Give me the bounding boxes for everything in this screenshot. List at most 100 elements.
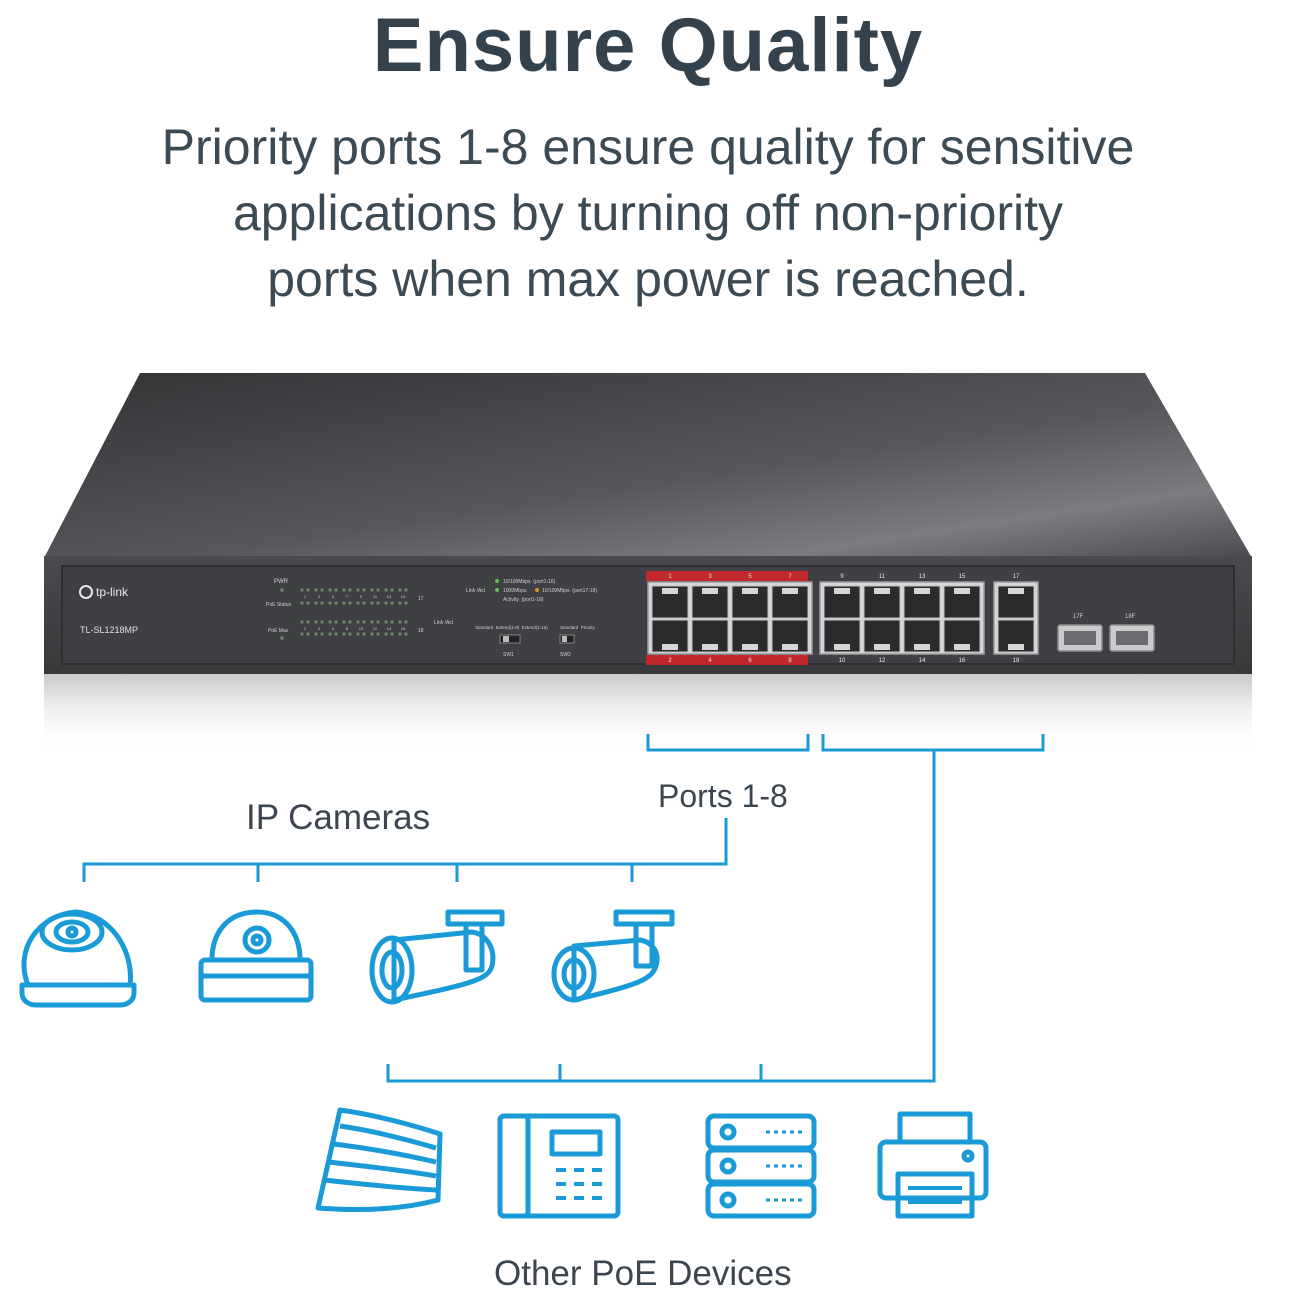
status-led [328, 620, 332, 624]
port-latch [914, 644, 930, 650]
status-led [404, 632, 408, 636]
status-led [342, 601, 346, 605]
sfp-slot-18f-inner [1116, 631, 1148, 645]
port-number-top: 15 [959, 574, 966, 580]
sw2-toggle[interactable] [562, 636, 567, 642]
led-number-bottom: 16 [401, 626, 406, 631]
status-led [362, 632, 366, 636]
sfp-label-18f: 18F [1125, 614, 1136, 620]
status-led [306, 588, 310, 592]
led-number-bottom: 14 [387, 626, 392, 631]
status-led [314, 632, 318, 636]
status-led [362, 620, 366, 624]
legend-row-3: Activity (port1-18) [503, 597, 544, 603]
status-led [356, 601, 360, 605]
led-number-top: 7 [346, 594, 349, 599]
status-led [362, 588, 366, 592]
led-number-bottom: 8 [346, 626, 349, 631]
led-number-bottom: 4 [318, 626, 321, 631]
port-number-bottom: 18 [1013, 658, 1020, 664]
access-point-icon [315, 1107, 443, 1213]
status-led [314, 601, 318, 605]
ports-1-8-label: Ports 1-8 [658, 778, 788, 814]
led-number-bottom: 6 [332, 626, 335, 631]
status-led [356, 620, 360, 624]
port-number-top: 7 [788, 574, 792, 580]
status-led [390, 601, 394, 605]
sw1-label: SW1 [503, 652, 514, 658]
ports-1-8-bracket [646, 734, 810, 752]
status-led [390, 620, 394, 624]
port-latch [874, 644, 890, 650]
port-latch [954, 588, 970, 594]
priority-bar-top [646, 571, 808, 581]
status-led [398, 601, 402, 605]
port-number-top: 17 [1013, 574, 1020, 580]
port-latch [702, 644, 718, 650]
tp-link-logo-icon [79, 585, 93, 599]
brand-logo: tp-link [96, 585, 129, 599]
status-led [398, 620, 402, 624]
status-led [376, 601, 380, 605]
bullet-camera-icon [551, 909, 675, 1003]
status-led [348, 632, 352, 636]
led-number-bottom: 2 [304, 626, 307, 631]
port-number-bottom: 2 [668, 658, 672, 664]
status-led [348, 588, 352, 592]
legend-led-green [495, 579, 499, 583]
led-number-top: 5 [332, 594, 335, 599]
status-led [356, 588, 360, 592]
status-led [300, 632, 304, 636]
status-led [376, 632, 380, 636]
status-led [390, 588, 394, 592]
status-led [306, 620, 310, 624]
port-number-top: 9 [840, 574, 844, 580]
led-number-top: 15 [401, 594, 406, 599]
led-number-top: 11 [373, 594, 378, 599]
status-led [398, 588, 402, 592]
ethernet-port[interactable] [691, 585, 729, 619]
port-latch [1008, 644, 1024, 650]
sw1-switch[interactable] [499, 634, 521, 644]
status-led [320, 601, 324, 605]
status-led [362, 601, 366, 605]
status-led [342, 632, 346, 636]
port-number-bottom: 8 [788, 658, 792, 664]
priority-bar-bottom [646, 655, 808, 665]
status-led [370, 588, 374, 592]
status-led [314, 588, 318, 592]
port-latch [874, 588, 890, 594]
status-led [306, 632, 310, 636]
port-number-top: 5 [748, 574, 752, 580]
status-led [334, 632, 338, 636]
status-led [348, 620, 352, 624]
status-led [370, 632, 374, 636]
sw2-label: SW2 [560, 652, 571, 658]
port-number-bottom: 10 [839, 658, 846, 664]
status-led [390, 632, 394, 636]
status-led [404, 620, 408, 624]
status-led [404, 601, 408, 605]
other-poe-devices-label: Other PoE Devices [494, 1254, 792, 1293]
legend-led-green-2 [495, 588, 499, 592]
port-number-bottom: 16 [959, 658, 966, 664]
status-led [300, 620, 304, 624]
status-led [300, 588, 304, 592]
pwr-label: PWR [274, 579, 289, 585]
port-latch [742, 644, 758, 650]
port-latch [834, 588, 850, 594]
sw1-toggle[interactable] [503, 636, 509, 642]
printer-icon [877, 1111, 989, 1219]
description-line-1: Priority ports 1-8 ensure quality for se… [161, 119, 1135, 175]
led-number-bottom: 10 [359, 626, 364, 631]
status-led [384, 601, 388, 605]
status-led [328, 588, 332, 592]
led-port18-label: 18 [418, 628, 424, 634]
port-latch [742, 588, 758, 594]
network-switch: tp-link TL-SL1218MP PWR PoE Status PoE M… [44, 373, 1252, 754]
port-latch [662, 588, 678, 594]
sfp-label-17f: 17F [1073, 614, 1084, 620]
poe-status-label: PoE Status [266, 602, 292, 608]
port-number-top: 13 [919, 574, 926, 580]
